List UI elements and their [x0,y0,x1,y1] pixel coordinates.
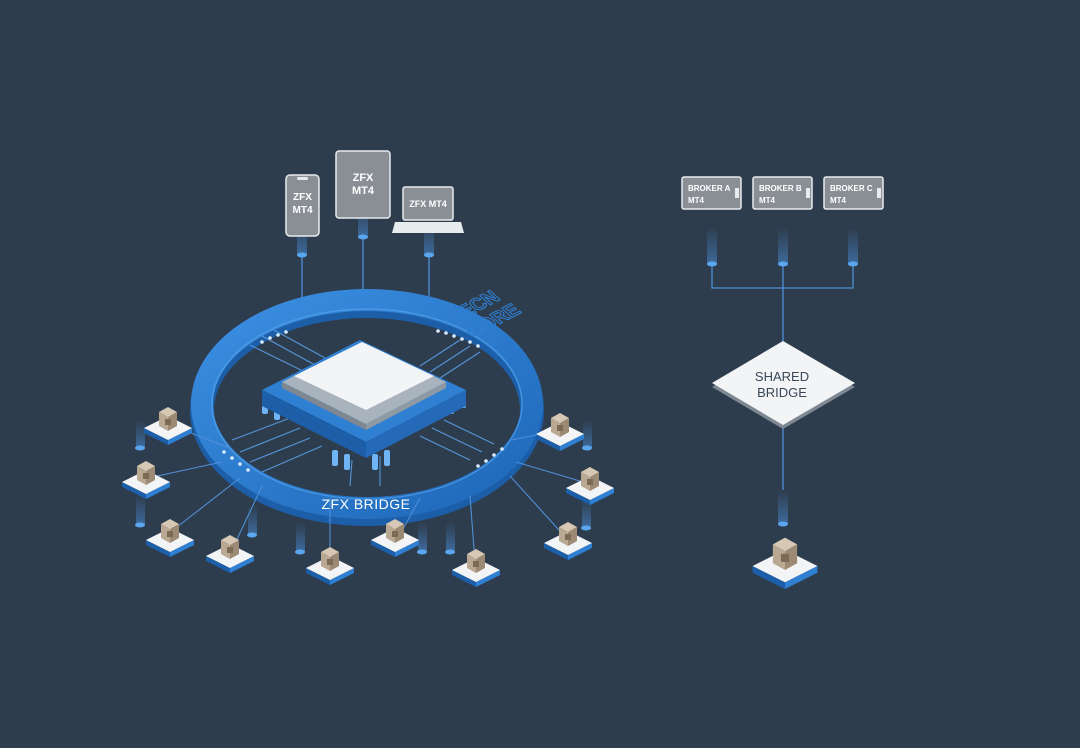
broker-a-line2: MT4 [688,196,705,205]
broker-a-line1: BROKER A [688,184,731,193]
broker-c-line2: MT4 [830,196,847,205]
broker-connectors [711,266,854,490]
broker-glows [707,228,858,267]
broker-b-line1: BROKER B [759,184,802,193]
trader-node-icon [581,467,599,491]
trader-node-icon [551,413,569,437]
trader-node [536,413,584,451]
tablet-icon [335,150,391,219]
phone-label-line1: ZFX [293,192,312,203]
trader-node-right [752,537,818,589]
broker-b-line2: MT4 [759,196,776,205]
device-tablet: ZFX MT4 [335,150,391,219]
trader-node-icon [386,519,404,543]
bridge-bottom-glow [778,490,788,527]
trader-node-icon [772,537,798,571]
trader-node [371,519,419,557]
phone-label-line2: MT4 [293,205,313,216]
broker-box-c: BROKER C MT4 [823,176,884,210]
trader-node [146,519,194,557]
trader-node-icon [321,547,339,571]
trader-nodes [122,407,614,587]
trader-node-icon [559,522,577,546]
trader-node [544,522,592,560]
ring-label: ZFX BRIDGE [321,496,410,512]
trader-node [206,535,254,573]
device-laptop: ZFX MT4 [392,186,464,233]
broker-box-b: BROKER B MT4 [752,176,813,210]
ecn-core-chip: ECN CORE [262,287,527,470]
trader-node-icon [221,535,239,559]
trader-node [144,407,192,445]
trader-node-icon [467,549,485,573]
trader-glows [135,420,592,555]
phone-icon [285,174,320,237]
shared-bridge-line2: BRIDGE [757,385,807,400]
device-phone: ZFX MT4 [285,174,320,237]
zfx-bridge-diagram: ZFX MT4 ZFX MT4 ZFX MT4 ZFX BRIDGE [122,150,614,587]
device-glows [297,205,434,258]
trader-node-icon [161,519,179,543]
trader-node-icon [137,461,155,485]
laptop-label: ZFX MT4 [409,199,447,209]
trader-node [566,467,614,505]
trader-node [452,549,500,587]
broker-c-line1: BROKER C [830,184,873,193]
trader-node [122,461,170,499]
circuit-traces [231,329,495,487]
shared-bridge: SHARED BRIDGE [712,341,855,429]
tablet-label-line1: ZFX [353,172,374,184]
shared-bridge-diagram: BROKER A MT4 BROKER B MT4 BROKER C MT4 [681,176,884,589]
tablet-label-line2: MT4 [352,185,375,197]
trader-node-icon [159,407,177,431]
shared-bridge-line1: SHARED [755,369,809,384]
trader-node [752,537,818,589]
zfx-bridge-ring: ZFX BRIDGE [190,289,544,526]
trader-node [306,547,354,585]
broker-box-a: BROKER A MT4 [681,176,742,210]
laptop-icon [402,186,454,221]
